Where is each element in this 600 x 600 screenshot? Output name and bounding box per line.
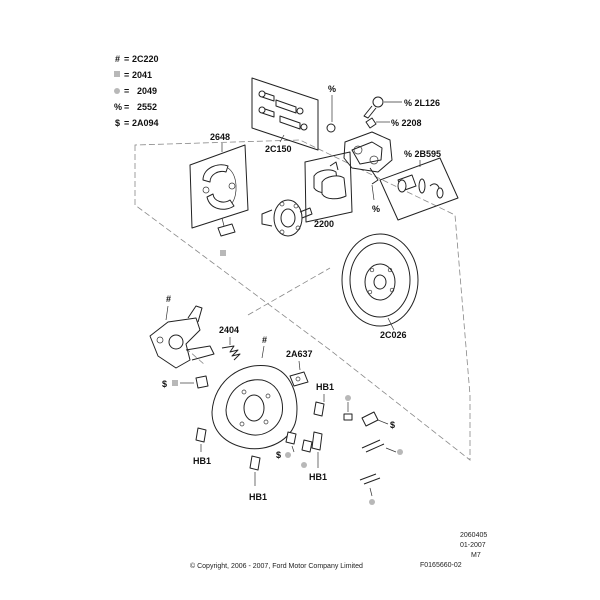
callout-2208: % 2208 xyxy=(391,118,422,128)
steering-knuckle: # xyxy=(149,294,215,369)
footer-ref: F0165660-02 xyxy=(420,562,462,569)
brake-pads-2200: 2200 xyxy=(304,151,353,229)
callout-2200: 2200 xyxy=(314,219,334,229)
symbol-percent-caliper: % xyxy=(372,204,380,214)
legend-eq: = xyxy=(124,86,129,96)
backing-plate xyxy=(211,364,298,450)
legend-symbol-dollar: $ xyxy=(115,118,120,128)
caliper-pin-kit-2C150: 2C150 xyxy=(251,77,319,154)
marker-grey-dot-icon xyxy=(369,499,375,505)
callout-HB1-mid: HB1 xyxy=(309,472,327,482)
clip-left: $ xyxy=(162,375,209,389)
legend-eq: = xyxy=(124,54,129,64)
marker-grey-square-icon xyxy=(220,250,226,256)
callout-2C150: 2C150 xyxy=(265,144,292,154)
legend-grey-dot-icon xyxy=(114,88,120,94)
legend-eq: = xyxy=(124,118,129,128)
spring-2404: 2404 xyxy=(219,325,241,361)
symbol-percent-pin: % xyxy=(328,84,336,94)
symbol-hash-plate: # xyxy=(262,335,267,345)
bracket-2A637: 2A637 xyxy=(286,349,313,387)
legend-code-2552: 2552 xyxy=(137,102,157,112)
legend-eq: = xyxy=(124,70,129,80)
wheel-hub xyxy=(261,199,313,237)
legend-symbol-percent: % xyxy=(114,102,122,112)
legend-code-2A094: 2A094 xyxy=(132,118,159,128)
marker-grey-dot-icon xyxy=(285,452,291,458)
callout-2404: 2404 xyxy=(219,325,239,335)
marker-grey-dot-icon xyxy=(301,462,307,468)
symbol-dollar-right-1: $ xyxy=(390,420,395,430)
callout-HB1-left: HB1 xyxy=(193,456,211,466)
callout-2L126: % 2L126 xyxy=(404,98,440,108)
callout-2A637: 2A637 xyxy=(286,349,313,359)
legend-symbol-hash: # xyxy=(115,54,120,64)
caliper-piston-kit-2B595: % 2B595 xyxy=(379,149,459,221)
hardware-right: HB1 $ $ HB1 xyxy=(276,382,403,505)
assembly-guide-lines xyxy=(134,139,471,461)
copyright: © Copyright, 2006 - 2007, Ford Motor Com… xyxy=(190,562,363,570)
symbol-dollar-left: $ xyxy=(162,379,167,389)
bolt-2208: % 2208 xyxy=(365,117,422,129)
bolts-left: HB1 HB1 xyxy=(193,427,267,502)
legend-code-2C220: 2C220 xyxy=(132,54,159,64)
parking-brake-shoes-2648: 2648 xyxy=(189,132,249,256)
legend-code-2049: 2049 xyxy=(137,86,157,96)
marker-grey-dot-icon xyxy=(397,449,403,455)
callout-2648: 2648 xyxy=(210,132,230,142)
footer: 2060405 01-2007 M7 F0165660-02 © Copyrig… xyxy=(190,532,487,570)
legend-code-2041: 2041 xyxy=(132,70,152,80)
bleeder-screw-2L126: % 2L126 xyxy=(363,96,440,119)
footer-code: 2060405 xyxy=(460,532,487,539)
callout-HB1-upper: HB1 xyxy=(316,382,334,392)
marker-grey-dot-icon xyxy=(345,395,351,401)
caliper-pin xyxy=(326,123,336,133)
symbol-hash-knuckle: # xyxy=(166,294,171,304)
callout-2C026: 2C026 xyxy=(380,330,407,340)
brake-caliper: % xyxy=(343,131,393,214)
footer-date: 01-2007 xyxy=(460,542,486,549)
callout-2B595: % 2B595 xyxy=(404,149,441,159)
legend-grey-square-icon xyxy=(114,71,120,77)
footer-model: M7 xyxy=(471,552,481,559)
callout-HB1-bottom: HB1 xyxy=(249,492,267,502)
marker-grey-square-icon xyxy=(172,380,178,386)
legend-eq: = xyxy=(124,102,129,112)
symbol-dollar-lower: $ xyxy=(276,450,281,460)
legend: # = 2C220 = 2041 = 2049 % = 2552 $ = 2A0… xyxy=(114,54,159,128)
brake-disc-2C026: 2C026 xyxy=(341,233,419,340)
